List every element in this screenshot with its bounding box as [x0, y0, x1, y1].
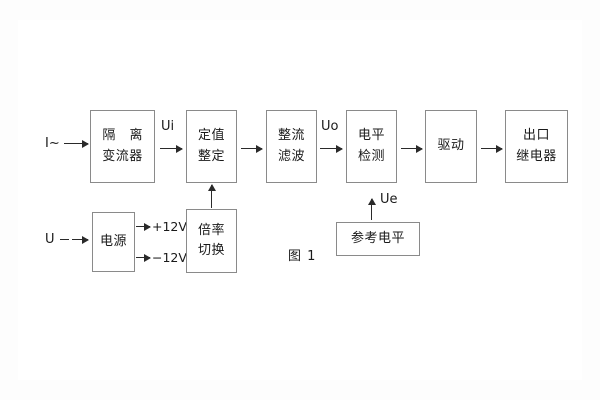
signal-label-uo: Uo	[321, 119, 338, 134]
block-output-relay-line2: 继电器	[516, 148, 557, 164]
figure-caption: 图 1	[288, 245, 316, 264]
signal-label-ui: Ui	[161, 119, 174, 134]
arrow-leveldetect-to-drive	[401, 144, 423, 153]
arrow-setpoint-to-rectify	[241, 144, 263, 153]
power-rail-negative: −12V	[152, 250, 187, 265]
signal-label-ui-text: Ui	[161, 119, 175, 134]
block-multiplier-switch-line2: 切换	[197, 243, 225, 258]
arrow-drive-to-outputrelay	[481, 144, 503, 153]
block-output-relay-line1: 出口	[522, 128, 550, 144]
block-rectify-filter-line2: 滤波	[277, 148, 305, 164]
block-level-detect-line2: 检测	[357, 148, 385, 164]
power-rail-positive-text: +12V	[152, 219, 187, 234]
arrow-multiplier-to-setpoint	[207, 184, 216, 208]
arrow-voltage-dash	[60, 239, 69, 240]
block-setpoint-adjust-line1: 定值	[197, 128, 225, 144]
block-level-detect-line1: 电平	[357, 128, 385, 144]
signal-label-ue: Ue	[380, 192, 398, 207]
block-reference-level-line1: 参考电平	[350, 230, 405, 246]
block-setpoint-adjust: 定值 整定	[186, 110, 237, 183]
arrow-rectify-to-leveldetect	[320, 144, 343, 153]
power-rail-positive: +12V	[152, 219, 187, 234]
input-label-voltage-text: U	[45, 232, 55, 247]
input-label-current: I~	[45, 136, 60, 151]
arrow-reference-to-leveldetect	[367, 198, 376, 220]
block-multiplier-switch: 倍率 切换	[186, 209, 237, 273]
arrow-rail-negative	[136, 253, 151, 262]
input-label-current-text: I~	[45, 136, 60, 151]
block-rectify-filter: 整流 滤波	[266, 110, 317, 183]
block-setpoint-adjust-line2: 整定	[197, 148, 225, 164]
diagram-panel	[18, 20, 582, 380]
block-level-detect: 电平 检测	[346, 110, 397, 183]
arrow-current-to-isolation	[64, 139, 89, 148]
arrow-rail-positive	[136, 222, 151, 231]
block-power-supply: 电源	[92, 212, 135, 272]
block-output-relay: 出口 继电器	[505, 110, 568, 183]
signal-label-ue-text: Ue	[380, 192, 398, 207]
input-label-voltage: U	[45, 232, 55, 247]
block-power-supply-line1: 电源	[99, 233, 127, 249]
block-isolation-transformer-line1: 隔 离	[102, 128, 148, 144]
signal-label-uo-text: Uo	[321, 119, 339, 134]
arrow-isolation-to-setpoint	[160, 144, 183, 153]
block-multiplier-switch-line1: 倍率	[197, 222, 225, 238]
block-isolation-transformer-line2: 变流器	[102, 148, 143, 164]
arrow-voltage-to-powersupply	[72, 235, 89, 244]
block-drive-line1: 驱动	[437, 138, 465, 154]
block-isolation-transformer: 隔 离 变流器	[90, 110, 155, 183]
figure-caption-text: 图 1	[288, 249, 317, 264]
block-reference-level: 参考电平	[336, 222, 420, 256]
power-rail-negative-text: −12V	[152, 250, 187, 265]
block-rectify-filter-line1: 整流	[277, 128, 305, 144]
block-drive: 驱动	[425, 110, 477, 183]
